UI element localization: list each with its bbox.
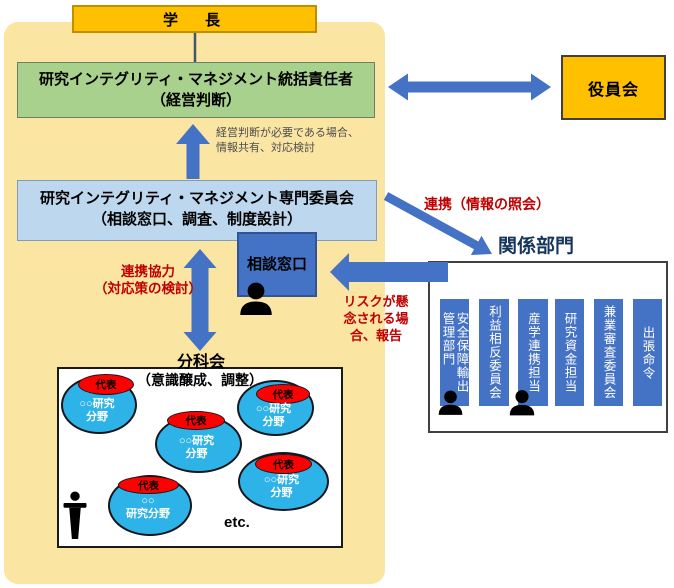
representative-label: 代表 (272, 388, 294, 401)
cooperation-countermeasure-line1: 連携協力 (121, 264, 175, 279)
research-field-label: ○○研究 分野 (255, 403, 292, 428)
risk-report-label: リスクが懸 念される場 合、報告 (343, 294, 409, 343)
representative-oval: 代表 (118, 476, 179, 494)
integrity-director-line2: （経営判断） (150, 92, 241, 109)
left-arrow-related-to-consult (330, 253, 448, 291)
department-bar-label: 研究資金担当 (562, 312, 577, 393)
person-icon (509, 390, 535, 416)
subcommittee-title: 分科会 (176, 354, 225, 371)
specialist-committee-box: 研究インテグリティ・マネジメント専門委員会 （相談窓口、調査、制度設計） (17, 180, 377, 241)
research-field-group: 代表 ○○ 研究分野 (108, 475, 192, 536)
decision-note-line1: 経営判断が必要である場合、 (216, 127, 359, 139)
president-label: 学 長 (162, 11, 226, 29)
up-arrow-committee-to-director (176, 124, 210, 179)
research-field-label: ○○研究 分野 (263, 474, 300, 499)
president-box: 学 長 (72, 5, 317, 33)
department-bar-label: 利益相反委員会 (487, 305, 501, 400)
decision-note-line2: 情報共有、対応検討 (216, 142, 315, 154)
department-bar-label: 出張命令 (640, 325, 655, 380)
decision-note: 経営判断が必要である場合、 情報共有、対応検討 (216, 126, 391, 156)
department-bar: 産学連携担当 (518, 299, 548, 406)
representative-label: 代表 (273, 458, 294, 471)
department-bar: 研究資金担当 (555, 299, 584, 406)
cooperation-countermeasure-label: 連携協力 （対応策の検討） (93, 263, 203, 297)
subcommittee-subtitle: （意識醸成、調整） (137, 372, 263, 388)
cooperation-countermeasure-line2: （対応策の検討） (94, 281, 202, 296)
representative-oval: 代表 (167, 411, 225, 430)
research-field-label: ○○研究 分野 (178, 435, 215, 460)
double-arrow-director-board (388, 73, 551, 101)
specialist-committee-line1: 研究インテグリティ・マネジメント専門委員会 (39, 190, 355, 207)
department-bar: 利益相反委員会 (479, 299, 509, 406)
double-arrow-committee-subcommittee (183, 249, 217, 351)
research-field-group: 代表 ○○研究 分野 (155, 411, 242, 473)
department-bar-label: 産学連携担当 (526, 312, 540, 393)
research-field-label: ○○ 研究分野 (126, 495, 170, 520)
research-field-label: ○○研究 分野 (79, 398, 115, 423)
related-departments-title: 関係部門 (498, 236, 575, 257)
department-bar-label: 兼業審査委員会 (601, 305, 616, 400)
speaker-podium-icon (63, 491, 87, 539)
research-field-group: 代表 ○○研究 分野 (237, 380, 314, 436)
research-field-group: 代表 ○○研究 分野 (61, 374, 137, 434)
representative-label: 代表 (138, 479, 159, 492)
integrity-director-line1: 研究インテグリティ・マネジメント統括責任者 (38, 71, 354, 88)
person-icon (240, 282, 272, 315)
cooperation-inquiry-label: 連携（情報の照会） (424, 196, 550, 212)
person-icon (438, 390, 463, 415)
diagonal-arrow-to-related-departments (383, 192, 492, 255)
representative-oval: 代表 (256, 384, 310, 404)
etc-label: etc. (224, 514, 250, 531)
department-bar-label: 安全保障輸出 管理部門 (440, 312, 469, 393)
representative-label: 代表 (95, 379, 117, 391)
department-bar: 出張命令 (633, 299, 662, 406)
board-label: 役員会 (587, 81, 639, 99)
representative-label: 代表 (185, 415, 207, 427)
related-departments-box: 安全保障輸出 管理部門 利益相反委員会 産学連携担当 研究資金担当 兼業審査委員… (428, 261, 668, 433)
consultation-window-label: 相談窓口 (246, 256, 307, 273)
board-box: 役員会 (561, 55, 666, 120)
integrity-director-box: 研究インテグリティ・マネジメント統括責任者 （経営判断） (17, 62, 375, 118)
representative-oval: 代表 (78, 374, 134, 395)
department-bar: 兼業審査委員会 (594, 299, 623, 406)
specialist-committee-line2: （相談窓口、調査、制度設計） (91, 211, 302, 228)
department-bar: 安全保障輸出 管理部門 (440, 299, 469, 406)
research-field-group: 代表 ○○研究 分野 (238, 452, 329, 511)
representative-oval: 代表 (255, 454, 312, 474)
